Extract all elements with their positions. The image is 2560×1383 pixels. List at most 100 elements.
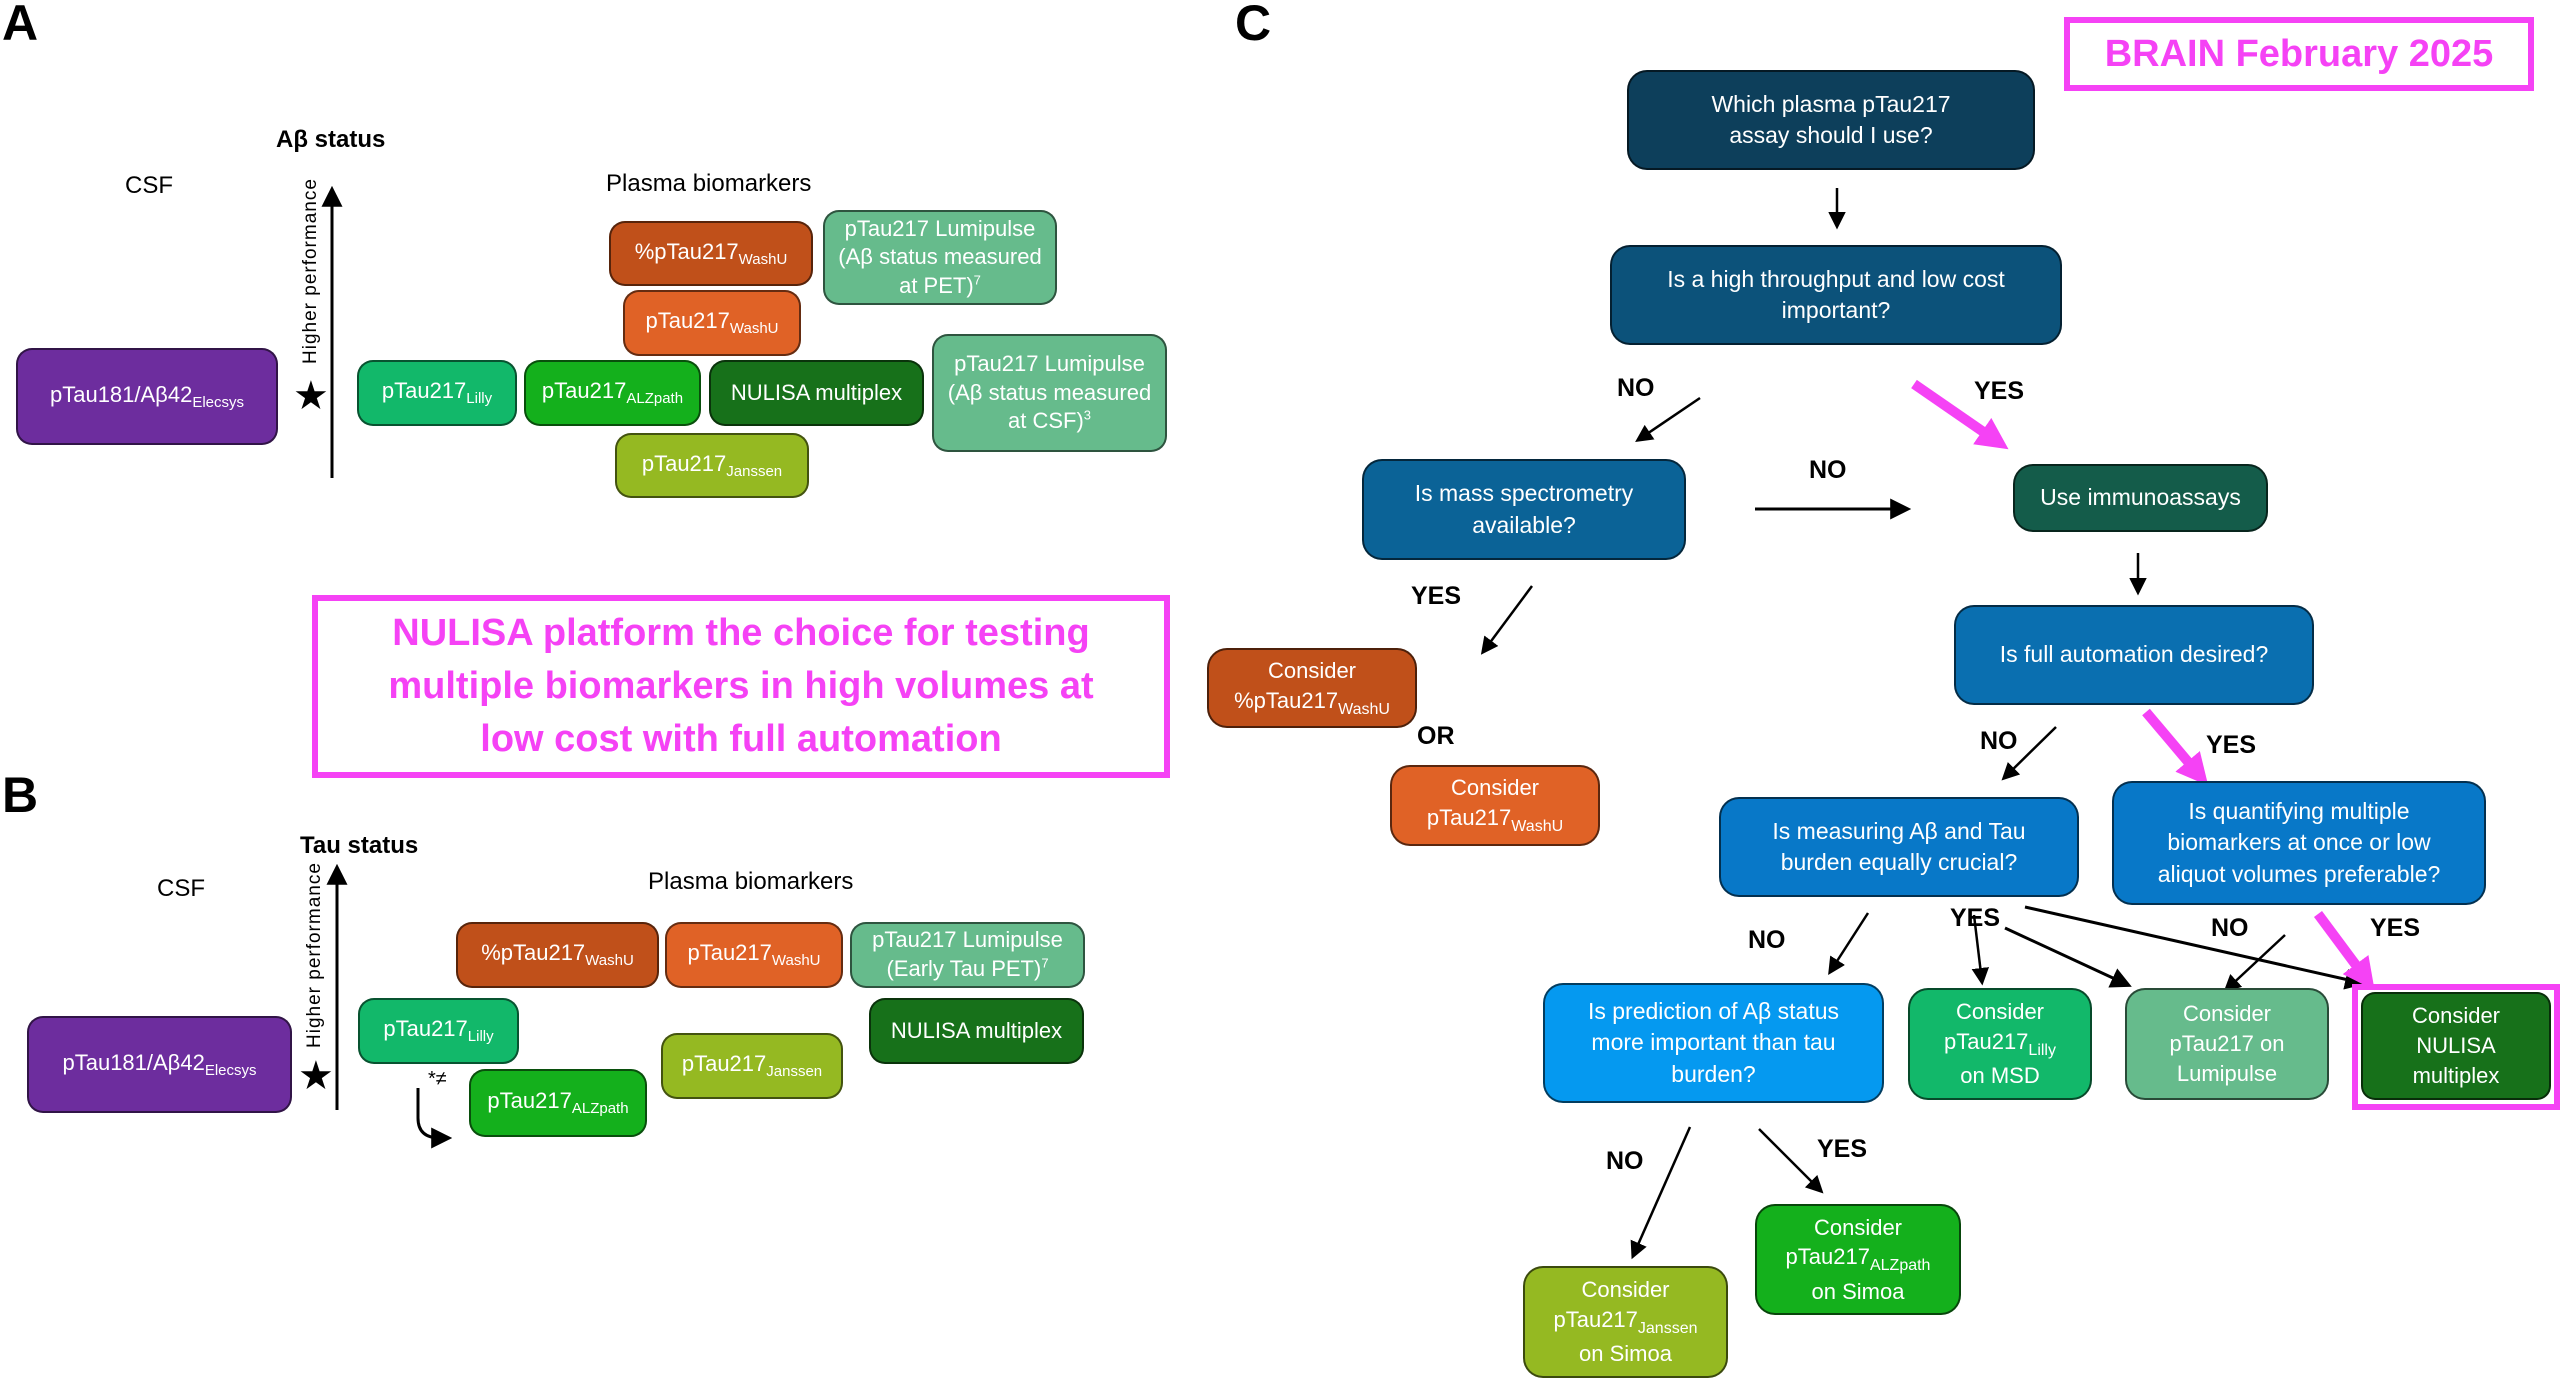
- label-no: NO: [1606, 1147, 1644, 1175]
- box-text: (Aβ status measured: [947, 379, 1152, 405]
- node-text: Consider: [1581, 1277, 1670, 1303]
- node-text: Consider: [1813, 1214, 1903, 1240]
- panel-c-letter: C: [1235, 0, 1272, 51]
- arrow-q5-yes-lilly: [1971, 914, 1990, 986]
- label-yes: YES: [2206, 731, 2257, 759]
- panel-b-box-lumipulse-tau: pTau217 Lumipulse (Early Tau PET)7: [850, 922, 1085, 988]
- node-text: on Simoa: [1579, 1341, 1672, 1367]
- node-sub: ALZpath: [1869, 1257, 1931, 1275]
- panel-a-box-pct-washu: %pTau217WashU: [609, 221, 813, 286]
- bent-arrow: [416, 1088, 453, 1149]
- box-text: pTau217: [541, 378, 627, 404]
- arrow-q2-yes: [1911, 379, 2009, 450]
- journal-callout-text: BRAIN February 2025: [2104, 32, 2494, 75]
- panel-b-letter: B: [2, 767, 39, 823]
- panel-a-letter: A: [2, 0, 39, 51]
- panel-b-box-janssen: pTau217Janssen: [661, 1033, 843, 1099]
- label-no: NO: [1980, 727, 2018, 755]
- panel-b-axis-label: Higher performance: [304, 862, 325, 1048]
- node-text: Use immunoassays: [2040, 484, 2241, 511]
- csf-box-main: pTau181/Aβ42: [49, 381, 193, 407]
- node-text: pTau217: [1785, 1244, 1870, 1270]
- box-text: pTau217: [487, 1088, 572, 1114]
- panel-a-box-lumipulse-csf: pTau217 Lumipulse(Aβ status measured at C…: [932, 334, 1167, 452]
- panel-a-csf-box: pTau181/Aβ42Elecsys: [16, 348, 278, 445]
- box-text: (Early Tau PET): [886, 956, 1042, 981]
- node-text: Lumipulse: [2176, 1060, 2278, 1086]
- box-text: %pTau217: [634, 238, 739, 264]
- panel-b-plasma-label: Plasma biomarkers: [648, 868, 854, 895]
- panel-a-axis-label: Higher performance: [300, 178, 321, 364]
- label-yes: YES: [1411, 582, 1462, 610]
- box-sub: WashU: [729, 320, 779, 338]
- node-r-lumipulse: Consider pTau217 on Lumipulse: [2125, 988, 2329, 1100]
- csf-box-main: pTau181/Aβ42: [62, 1049, 205, 1075]
- node-text: Is measuring Aβ and Tau burden equally c…: [1772, 817, 2026, 875]
- node-text: multiplex: [2412, 1062, 2500, 1088]
- panel-b-csf-box: pTau181/Aβ42Elecsys: [27, 1016, 292, 1113]
- label-no: NO: [1617, 374, 1655, 402]
- csf-box-sub: Elecsys: [192, 393, 244, 411]
- nulisa-callout: NULISA platform the choice for testing m…: [312, 595, 1170, 778]
- node-text: %pTau217: [1234, 687, 1339, 713]
- panel-b-csf-label: CSF: [157, 875, 205, 902]
- node-q1: Which plasma pTau217 assay should I use?: [1627, 70, 2035, 170]
- panel-a-box-alzpath: pTau217ALZpath: [524, 360, 701, 426]
- panel-b-box-alzpath: pTau217ALZpath: [469, 1069, 647, 1137]
- callout-line-3: low cost with full automation: [480, 718, 1002, 761]
- arrow-q5-no: [1828, 912, 1870, 975]
- node-text: Is prediction of Aβ status more importan…: [1587, 998, 1840, 1087]
- box-text: pTau217: [645, 308, 730, 334]
- box-text: at CSF): [1007, 408, 1084, 434]
- node-r-pct-washu: Consider%pTau217WashU: [1207, 648, 1417, 728]
- node-text: Consider: [2182, 1001, 2272, 1027]
- label-yes: YES: [1974, 377, 2025, 405]
- journal-callout: BRAIN February 2025: [2064, 17, 2534, 91]
- box-sub: Janssen: [726, 462, 783, 480]
- arrow-q6-no: [2223, 934, 2286, 993]
- panel-a-plasma-label: Plasma biomarkers: [606, 170, 812, 197]
- arrow-q7-yes: [1758, 1128, 1824, 1194]
- node-text: Consider: [1955, 999, 2045, 1025]
- node-text: Consider: [1267, 657, 1357, 683]
- node-text: pTau217 on: [2169, 1031, 2285, 1057]
- label-no: NO: [2211, 914, 2249, 942]
- node-text: Consider: [2411, 1003, 2501, 1029]
- node-q6: Is quantifying multiple biomarkers at on…: [2112, 781, 2486, 905]
- label-yes: YES: [2370, 914, 2421, 942]
- box-sub: Lilly: [466, 390, 493, 408]
- callout-line-2: multiple biomarkers in high volumes at: [388, 664, 1094, 707]
- arrow-q4-yes: [2142, 708, 2209, 786]
- box-text: NULISA multiplex: [890, 1017, 1063, 1043]
- node-q2: Is a high throughput and low cost import…: [1610, 245, 2062, 345]
- label-or: OR: [1417, 722, 1455, 750]
- panel-a-box-nulisa: NULISA multiplex: [709, 360, 924, 426]
- node-text: Which plasma pTau217 assay should I use?: [1711, 90, 1951, 148]
- panel-a-heading: Aβ status: [276, 126, 386, 153]
- star-icon: ★: [298, 1054, 334, 1098]
- panel-a-box-janssen: pTau217Janssen: [615, 433, 809, 498]
- box-text: pTau217: [687, 940, 772, 966]
- node-text: Is mass spectrometry available?: [1414, 480, 1634, 538]
- box-text: pTau217 Lumipulse: [954, 351, 1145, 377]
- node-text: Consider: [1450, 775, 1540, 801]
- node-text: Is full automation desired?: [1999, 641, 2269, 668]
- node-text: pTau217: [1553, 1306, 1638, 1332]
- node-q7: Is prediction of Aβ status more importan…: [1543, 983, 1884, 1103]
- box-text: pTau217 Lumipulse: [872, 927, 1063, 953]
- box-sup: 7: [1041, 955, 1049, 971]
- box-text: %pTau217: [481, 940, 586, 966]
- box-text: pTau217: [641, 450, 727, 476]
- label-no: NO: [1748, 926, 1786, 954]
- box-text: (Aβ status measured: [838, 244, 1042, 270]
- star-icon: ★: [293, 374, 329, 418]
- box-sup: 3: [1083, 407, 1092, 423]
- nulisa-highlight-frame: [2352, 984, 2560, 1110]
- panel-b-box-nulisa: NULISA multiplex: [869, 998, 1084, 1064]
- box-sub: Lilly: [467, 1028, 494, 1046]
